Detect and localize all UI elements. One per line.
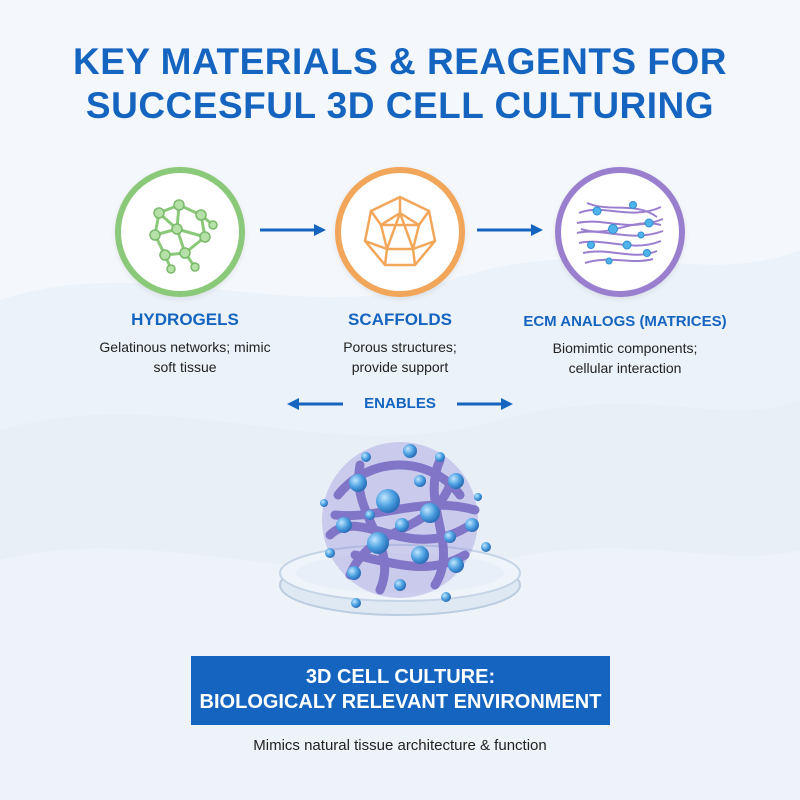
hydrogels-description: Gelatinous networks; mimic soft tissue bbox=[99, 339, 271, 375]
banner-line-2: BIOLOGICALY RELEVANT ENVIRONMENT bbox=[199, 691, 602, 713]
scaffolds-label: SCAFFOLDS bbox=[348, 310, 452, 329]
scaffold-polyhedron-icon bbox=[363, 195, 437, 267]
enables-label: ENABLES bbox=[364, 395, 436, 412]
title-line-1: KEY MATERIALS & REAGENTS FOR bbox=[72, 41, 727, 82]
arrow-right-icon bbox=[477, 224, 543, 236]
banner-line-1: 3D CELL CULTURE: bbox=[305, 666, 496, 688]
hydrogels-circle bbox=[115, 167, 245, 297]
3d-cell-culture-illustration bbox=[279, 442, 521, 616]
arrow-left-icon bbox=[287, 398, 343, 410]
scaffolds-description: Porous structures; provide support bbox=[343, 339, 457, 375]
hydrogel-network-icon bbox=[149, 199, 218, 274]
hydrogels-label: HYDROGELS bbox=[131, 310, 239, 329]
ecm-fiber-matrix-icon bbox=[576, 201, 664, 265]
ecm-circle bbox=[555, 167, 685, 297]
arrow-right-icon bbox=[260, 224, 326, 236]
title-line-2: SUCCESFUL 3D CELL CULTURING bbox=[85, 85, 715, 126]
arrow-right-icon bbox=[457, 398, 513, 410]
ecm-analogs-label: ECM ANALOGS (MATRICES) bbox=[523, 313, 727, 330]
3d-cell-culture-banner: 3D CELL CULTURE: BIOLOGICALY RELEVANT EN… bbox=[191, 656, 610, 725]
caption-text: Mimics natural tissue architecture & fun… bbox=[253, 737, 547, 754]
scaffolds-circle bbox=[335, 167, 465, 297]
ecm-analogs-description: Biomimtic components; cellular interacti… bbox=[552, 340, 698, 376]
page-title: KEY MATERIALS & REAGENTS FOR SUCCESFUL 3… bbox=[0, 40, 800, 128]
cell-spheroid-icon bbox=[320, 442, 491, 608]
